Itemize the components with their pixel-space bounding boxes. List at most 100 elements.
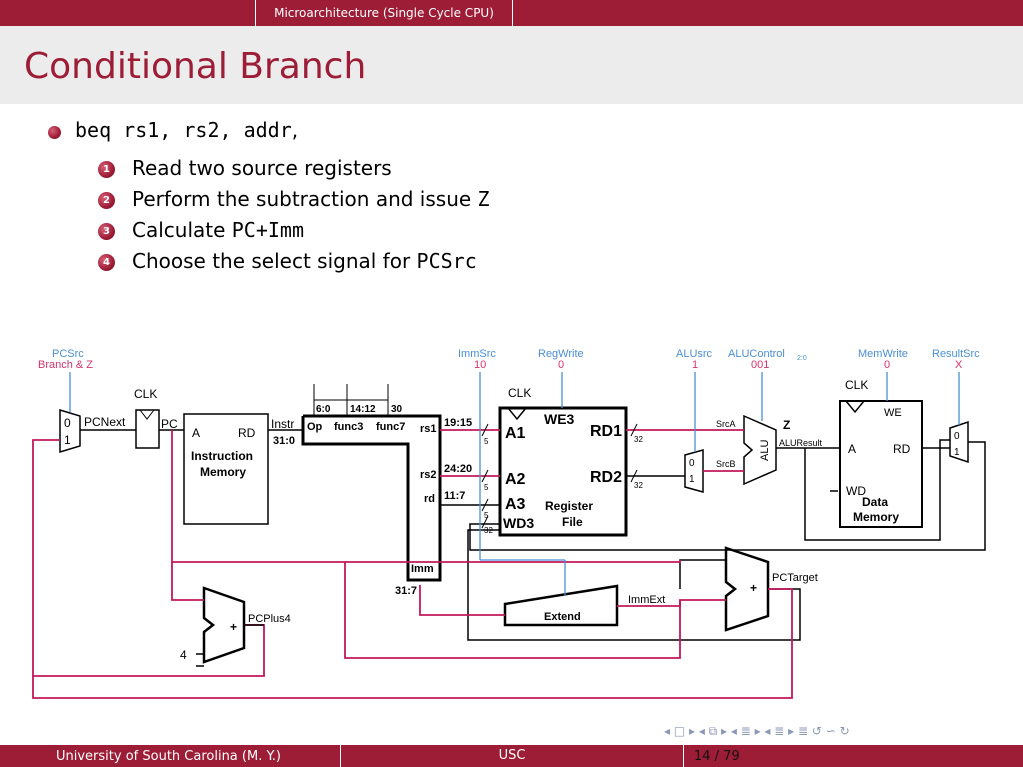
aluresult-label: ALUResult xyxy=(779,438,823,448)
pctarget-adder xyxy=(724,546,770,632)
srca-label: SrcA xyxy=(716,419,736,429)
bits-31-0: 31:0 xyxy=(273,435,295,447)
wd-label: WD xyxy=(846,484,866,498)
bits-24-20: 24:20 xyxy=(444,463,472,475)
pcsrc-value: Branch & Z xyxy=(38,359,93,371)
alusrc-value: 1 xyxy=(692,359,698,371)
immext-label: ImmExt xyxy=(628,594,665,606)
step-number-icon: 3 xyxy=(98,223,115,240)
datapath-diagram: PCSrc Branch & Z ImmSrc 10 RegWrite 0 AL… xyxy=(32,348,986,699)
pc-mux xyxy=(59,408,81,454)
alucontrol-value: 001 xyxy=(751,359,769,371)
plus-sign: + xyxy=(230,620,237,634)
instruction-memory-label: Instruction xyxy=(191,449,253,463)
bus-width: 5 xyxy=(484,511,489,520)
func3-field: func3 xyxy=(334,421,363,433)
im-rd-label: RD xyxy=(238,426,256,440)
instr-label: Instr xyxy=(271,417,294,431)
rd-field: rd xyxy=(424,493,435,505)
bullet-suffix: , xyxy=(291,118,299,142)
page-number: 14 / 79 xyxy=(694,749,740,764)
mux-input-0: 0 xyxy=(689,458,695,469)
we-label: WE xyxy=(884,407,902,419)
clk-label: CLK xyxy=(134,387,157,401)
header-bar: Microarchitecture (Single Cycle CPU) xyxy=(0,0,1023,26)
instruction-decoder xyxy=(301,414,442,582)
bits-19-15: 19:15 xyxy=(444,417,472,429)
step-text: Read two source registers xyxy=(132,156,392,180)
step-number-icon: 2 xyxy=(98,192,115,209)
mux-input-1: 1 xyxy=(954,447,960,458)
pc-label: PC xyxy=(161,417,178,431)
constant-four: 4 xyxy=(180,648,187,662)
a3-port: A3 xyxy=(505,496,526,513)
pcplus4-label: PCPlus4 xyxy=(248,613,291,625)
mux-input-0: 0 xyxy=(64,416,71,430)
extend-label: Extend xyxy=(544,611,581,623)
extend-unit xyxy=(503,584,619,627)
pc-register xyxy=(135,409,160,449)
data-wires xyxy=(80,429,986,667)
clk-label: CLK xyxy=(845,378,868,392)
slide-title: Conditional Branch xyxy=(24,46,367,87)
resultsrc-value: X xyxy=(955,359,963,371)
srcb-mux xyxy=(684,449,704,493)
bus-width: 32 xyxy=(484,526,493,535)
step-text: Calculate xyxy=(132,218,232,242)
beamer-navigation[interactable]: ◂ □ ▸ ◂ ⧉ ▸ ◂ ≣ ▸ ◂ ≣ ▸ ≣ ↺ ∽ ↻ xyxy=(664,724,850,738)
footer-short-title: USC xyxy=(340,745,684,767)
data-memory-label: Memory xyxy=(853,510,899,524)
step-text: Perform the subtraction and issue xyxy=(132,187,478,211)
pcnext-label: PCNext xyxy=(84,415,126,429)
pcsrc-label: PCSrc xyxy=(52,348,84,360)
rs2-field: rs2 xyxy=(420,469,437,481)
footer-institution: University of South Carolina (M. Y.) xyxy=(56,749,281,764)
dm-rd-label: RD xyxy=(893,442,911,456)
rs1-field: rs1 xyxy=(420,423,437,435)
memwrite-value: 0 xyxy=(884,359,890,371)
step-code: PC+Imm xyxy=(231,218,305,242)
alucontrol-label: ALUControl xyxy=(728,348,785,360)
clk-label: CLK xyxy=(508,386,531,400)
bus-width: 5 xyxy=(484,437,489,446)
highlight-wires xyxy=(32,429,793,699)
step-code: Z xyxy=(477,187,490,211)
bits-31-7: 31:7 xyxy=(395,585,417,597)
we3-port: WE3 xyxy=(544,411,575,427)
instruction-memory xyxy=(183,413,269,525)
immsrc-label: ImmSrc xyxy=(458,348,496,360)
step-number-icon: 1 xyxy=(98,161,115,178)
register-file xyxy=(498,406,628,537)
plus-sign: + xyxy=(750,581,757,595)
zero-flag-label: Z xyxy=(783,418,790,432)
wd3-port: WD3 xyxy=(503,515,534,531)
srcb-label: SrcB xyxy=(716,459,736,469)
bus-width: 32 xyxy=(634,435,643,444)
bit-30: 30 xyxy=(391,404,403,415)
regwrite-value: 0 xyxy=(558,359,564,371)
func7-field: func7 xyxy=(376,421,405,433)
instruction-memory-label: Memory xyxy=(200,465,246,479)
section-title[interactable]: Microarchitecture (Single Cycle CPU) xyxy=(255,0,513,26)
im-a-label: A xyxy=(192,426,200,440)
step-text: Choose the select signal for xyxy=(132,249,417,273)
mux-input-1: 1 xyxy=(689,474,695,485)
memwrite-label: MemWrite xyxy=(858,348,908,360)
bits-6-0: 6:0 xyxy=(316,404,331,415)
bus-width: 32 xyxy=(634,481,643,490)
op-field: Op xyxy=(307,421,323,433)
register-file-label: File xyxy=(562,515,583,529)
step-code: PCSrc xyxy=(416,249,477,273)
rd2-port: RD2 xyxy=(590,469,622,486)
register-file-label: Register xyxy=(545,499,593,513)
imm-field: Imm xyxy=(411,563,434,575)
immsrc-value: 10 xyxy=(474,359,486,371)
mux-input-1: 1 xyxy=(64,433,71,447)
regwrite-label: RegWrite xyxy=(538,348,584,360)
control-wires xyxy=(69,372,960,596)
resultsrc-label: ResultSrc xyxy=(932,348,980,360)
bits-14-12: 14:12 xyxy=(350,404,376,415)
a2-port: A2 xyxy=(505,471,526,488)
instruction-code: beq rs1, rs2, addr xyxy=(75,118,292,142)
pctarget-label: PCTarget xyxy=(772,572,818,584)
